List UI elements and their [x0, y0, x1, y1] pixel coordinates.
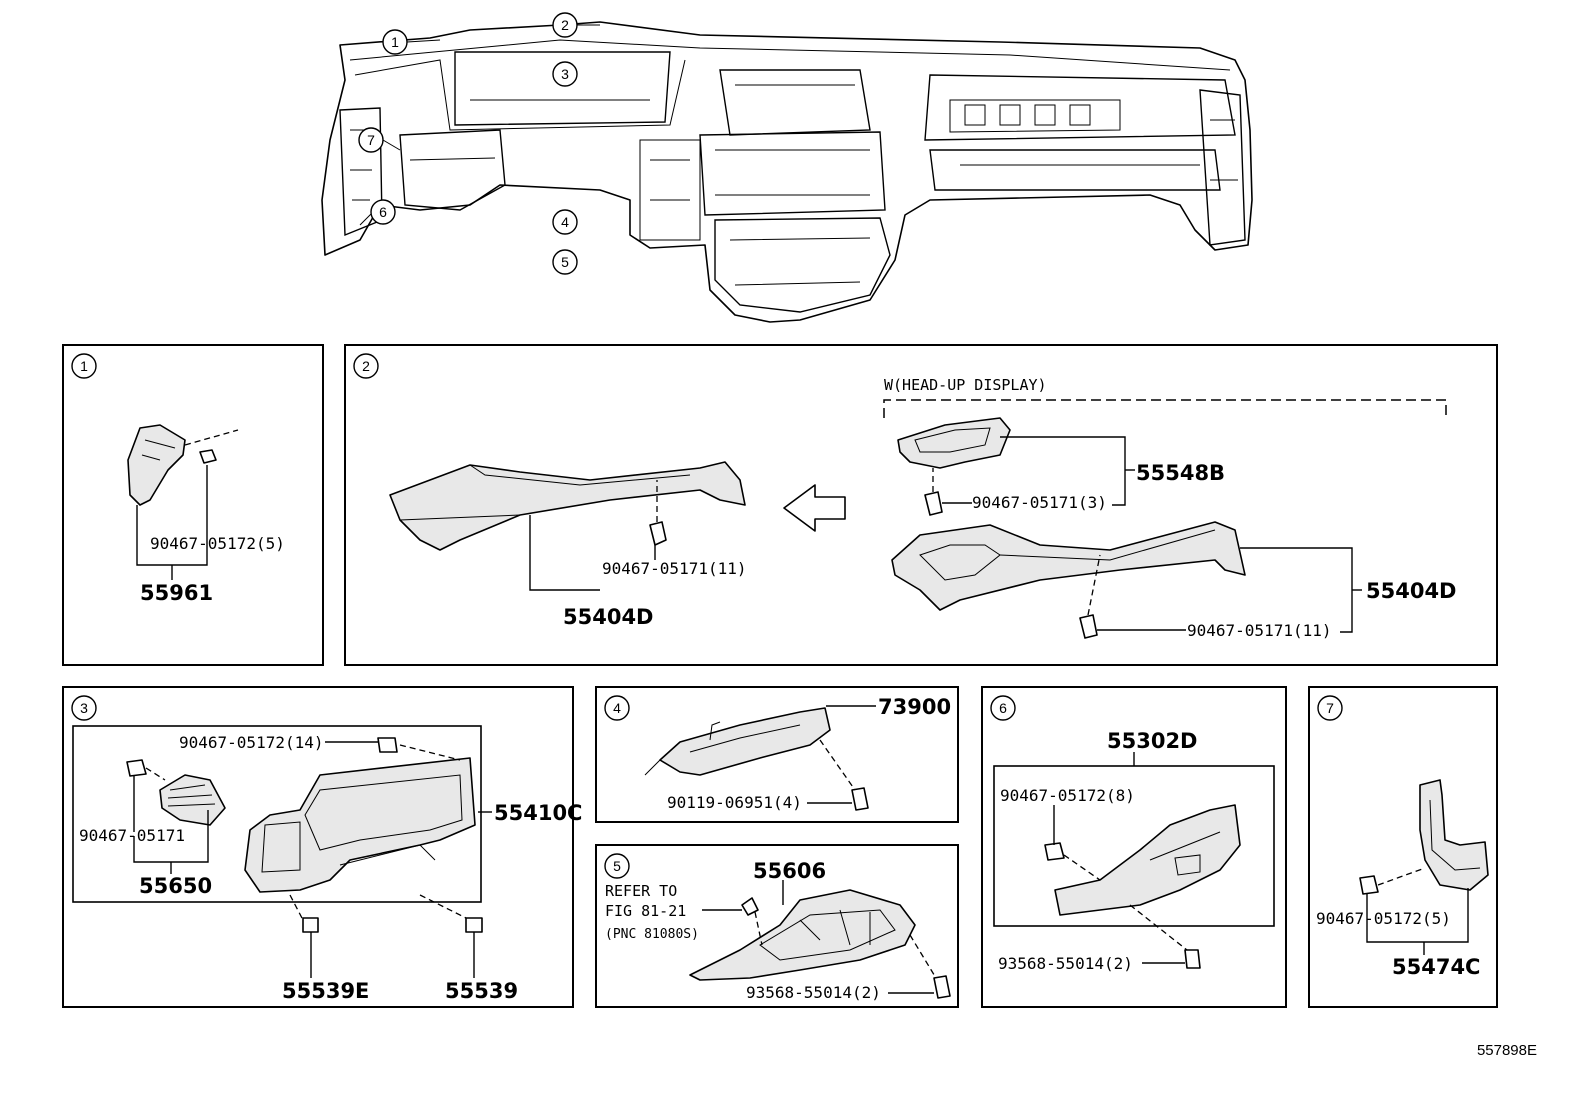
panel-3-clip-top-label: 90467-05172(14): [179, 733, 324, 752]
panel-2-clip-right-label: 90467-05171(11): [1187, 621, 1332, 640]
panel-5-ref-line1: REFER TO: [605, 882, 677, 900]
panel-7: 7 90467-05172(5) 55474C: [1308, 686, 1498, 1008]
panel-4-part-label: 73900: [878, 695, 951, 719]
panel-7-clip-label: 90467-05172(5): [1316, 909, 1451, 928]
part-55404D-left-shape: [389, 461, 746, 551]
panel-7-part-label: 55474C: [1392, 955, 1480, 979]
callout-3-label: 3: [561, 66, 569, 82]
panel-1-clip-label: 90467-05172(5): [150, 534, 285, 553]
dashboard-overview: [321, 21, 1253, 323]
panel-5-ref-line3: (PNC 81080S): [605, 927, 699, 942]
panel-3-part-e-label: 55539E: [282, 979, 369, 1003]
panel-2-hud-clip-label: 90467-05171(3): [972, 493, 1107, 512]
panel-2-clip-left-label: 90467-05171(11): [602, 559, 747, 578]
panel-3-clip-left-label: 90467-05171: [79, 826, 185, 845]
part-55539-shape: [465, 917, 483, 933]
clip-shape: [199, 449, 217, 464]
panel-2-variant-label: W(HEAD-UP DISPLAY): [884, 376, 1047, 394]
figure-code: 557898E: [1477, 1042, 1537, 1059]
callout-4: [552, 209, 578, 235]
part-73900-shape: [659, 707, 831, 776]
screw-shape: [851, 787, 869, 811]
callout-5-label: 5: [561, 254, 569, 270]
part-55539E-shape: [302, 917, 319, 933]
panel-6-part-label: 55302D: [1107, 729, 1198, 753]
panel-1-number: 1: [80, 358, 88, 374]
callout-1-label: 1: [391, 34, 399, 50]
panel-7-number: 7: [1326, 700, 1334, 716]
panel-6-number: 6: [999, 700, 1007, 716]
clip-top-shape: [377, 737, 398, 753]
callout-7: [358, 127, 384, 153]
arrow-icon: [783, 484, 846, 532]
panel-3-part-vent-label: 55650: [139, 874, 212, 898]
clip-right-shape: [1079, 614, 1098, 639]
callout-2-label: 2: [561, 17, 569, 33]
overview-callouts: 1 2 3 4 5 6 7: [358, 12, 600, 275]
part-55302D-shape: [1054, 804, 1241, 916]
panel-4-screw-label: 90119-06951(4): [667, 793, 802, 812]
clip-shape: [1044, 842, 1065, 861]
panel-5-number: 5: [613, 858, 621, 874]
callout-2: [552, 12, 578, 38]
clip-left-shape: [126, 759, 147, 777]
panel-2-part-left-label: 55404D: [563, 605, 654, 629]
part-55474C-shape: [1419, 779, 1489, 891]
part-55606-shape: [689, 889, 916, 981]
panel-3-part-main-label: 55410C: [494, 801, 582, 825]
panel-6: 6 55302D 90467-05172(8) 93568-55014(2): [981, 686, 1287, 1008]
panel-3-number: 3: [80, 700, 88, 716]
part-55410C-shape: [244, 757, 476, 893]
callout-7-label: 7: [367, 132, 375, 148]
panel-5-part-label: 55606: [753, 859, 826, 883]
panel-6-clip-label: 90467-05172(8): [1000, 786, 1135, 805]
ref-part-shape: [741, 897, 759, 916]
callout-4-label: 4: [561, 214, 569, 230]
panel-2-hud-part-label: 55548B: [1136, 461, 1225, 485]
clip-left-shape: [649, 521, 667, 546]
panel-2-part-right-label: 55404D: [1366, 579, 1457, 603]
callout-6-label: 6: [379, 204, 387, 220]
panel-3-part-plain-label: 55539: [445, 979, 518, 1003]
clip-shape: [1359, 875, 1379, 895]
part-55650-shape: [159, 774, 226, 826]
panel-4: 4 73900 90119-06951(4): [595, 686, 959, 823]
panel-4-number: 4: [613, 700, 621, 716]
screw-shape: [933, 975, 951, 999]
callout-5: [552, 249, 578, 275]
callout-6: [370, 199, 396, 225]
panel-3: 3 90467-05172(14) 90467-05171 55410C 556…: [62, 686, 582, 1008]
panel-1-part-label: 55961: [140, 581, 213, 605]
callout-3: [552, 61, 578, 87]
panel-5-ref-line2: FIG 81-21: [605, 902, 686, 920]
panel-1: 1 90467-05172(5) 55961: [62, 344, 324, 666]
callout-1: [382, 29, 408, 55]
panel-5: 5 REFER TO FIG 81-21 (PNC 81080S) 55606 …: [595, 844, 959, 1008]
part-55548B-shape: [897, 417, 1011, 469]
hud-clip-shape: [924, 491, 943, 516]
part-55404D-right-shape: [891, 521, 1246, 611]
variant-bracket: [883, 399, 1447, 418]
panel-2: 2 90467-05171(11) 55404D W(HEAD-UP DISPL…: [344, 344, 1498, 666]
panel-6-screw-label: 93568-55014(2): [998, 954, 1133, 973]
panel-2-number: 2: [362, 358, 370, 374]
part-55961-shape: [127, 424, 186, 506]
panel-5-screw-label: 93568-55014(2): [746, 983, 881, 1002]
screw-shape: [1184, 949, 1201, 969]
